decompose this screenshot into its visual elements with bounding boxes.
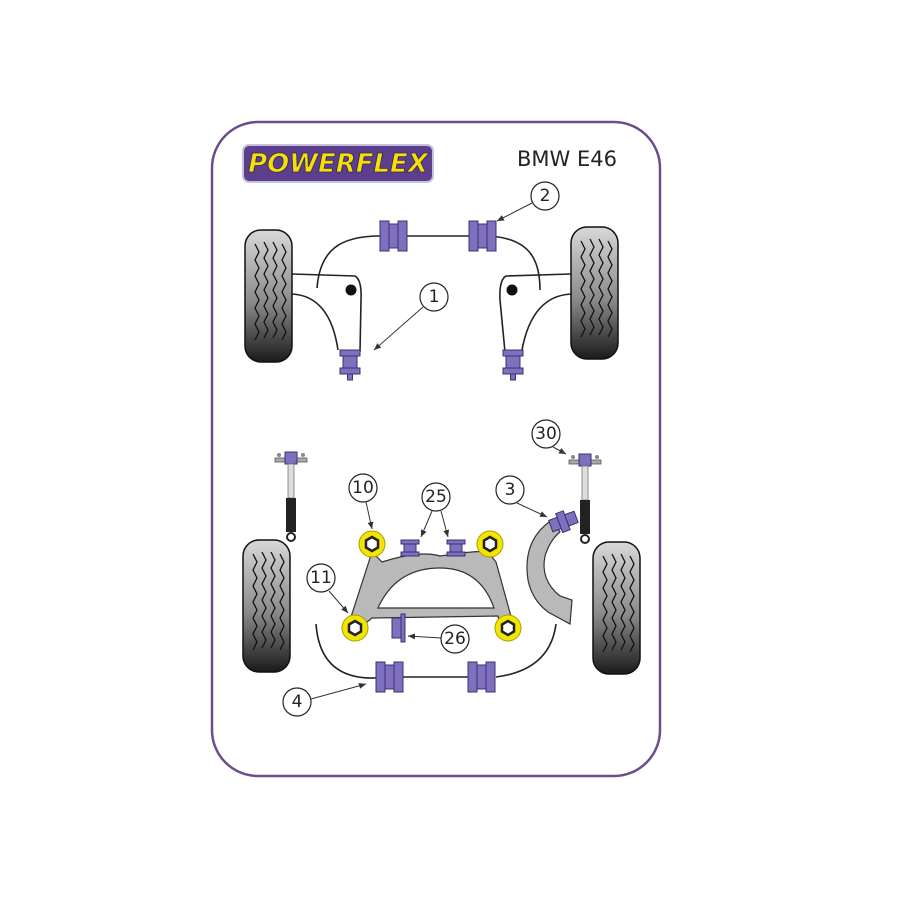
front-right-wheel — [570, 226, 619, 360]
callout-30: 30 — [531, 419, 561, 449]
trailing-arm-bush — [548, 510, 579, 534]
callout-11: 11 — [306, 563, 336, 593]
diff-mount-bush — [391, 613, 406, 643]
subframe-bush-front-right — [475, 529, 505, 559]
front-bar-bush-right — [468, 220, 497, 252]
subframe-bush-front-left — [357, 529, 387, 559]
svg-text:25: 25 — [425, 487, 447, 507]
callout-4: 4 — [282, 687, 312, 717]
callout-10: 10 — [348, 473, 378, 503]
svg-text:10: 10 — [352, 478, 374, 498]
subframe-bush-rear-right — [493, 613, 523, 643]
callout-3: 3 — [495, 475, 525, 505]
svg-text:11: 11 — [310, 568, 332, 588]
rear-trailing-arm — [526, 519, 573, 625]
rear-bar-bush-right — [467, 661, 496, 693]
logo-text: POWERFLEX — [248, 149, 430, 179]
svg-text:1: 1 — [429, 287, 440, 307]
callout-26: 26 — [440, 624, 470, 654]
svg-text:3: 3 — [505, 480, 516, 500]
svg-text:30: 30 — [535, 424, 557, 444]
front-left-wheel — [244, 229, 293, 363]
rear-bar-bush-left — [375, 661, 404, 693]
callout-2: 2 — [530, 181, 560, 211]
svg-text:26: 26 — [444, 629, 466, 649]
callout-25: 25 — [421, 482, 451, 512]
powerflex-logo: POWERFLEX — [242, 144, 434, 183]
rear-right-wheel — [592, 541, 641, 675]
rear-axle — [242, 451, 641, 693]
rear-left-wheel — [242, 539, 291, 673]
subframe-top-bush-right — [446, 539, 466, 557]
svg-text:4: 4 — [292, 692, 303, 712]
callout-1: 1 — [419, 282, 449, 312]
callout-arrows — [310, 202, 567, 700]
diagram-title: BMW E46 — [517, 147, 617, 171]
subframe-top-bush-left — [400, 539, 420, 557]
svg-text:2: 2 — [540, 186, 551, 206]
card-frame — [210, 120, 662, 778]
front-bar-bush-left — [379, 220, 408, 252]
subframe-bush-rear-left — [340, 613, 370, 643]
front-axle — [244, 220, 619, 381]
